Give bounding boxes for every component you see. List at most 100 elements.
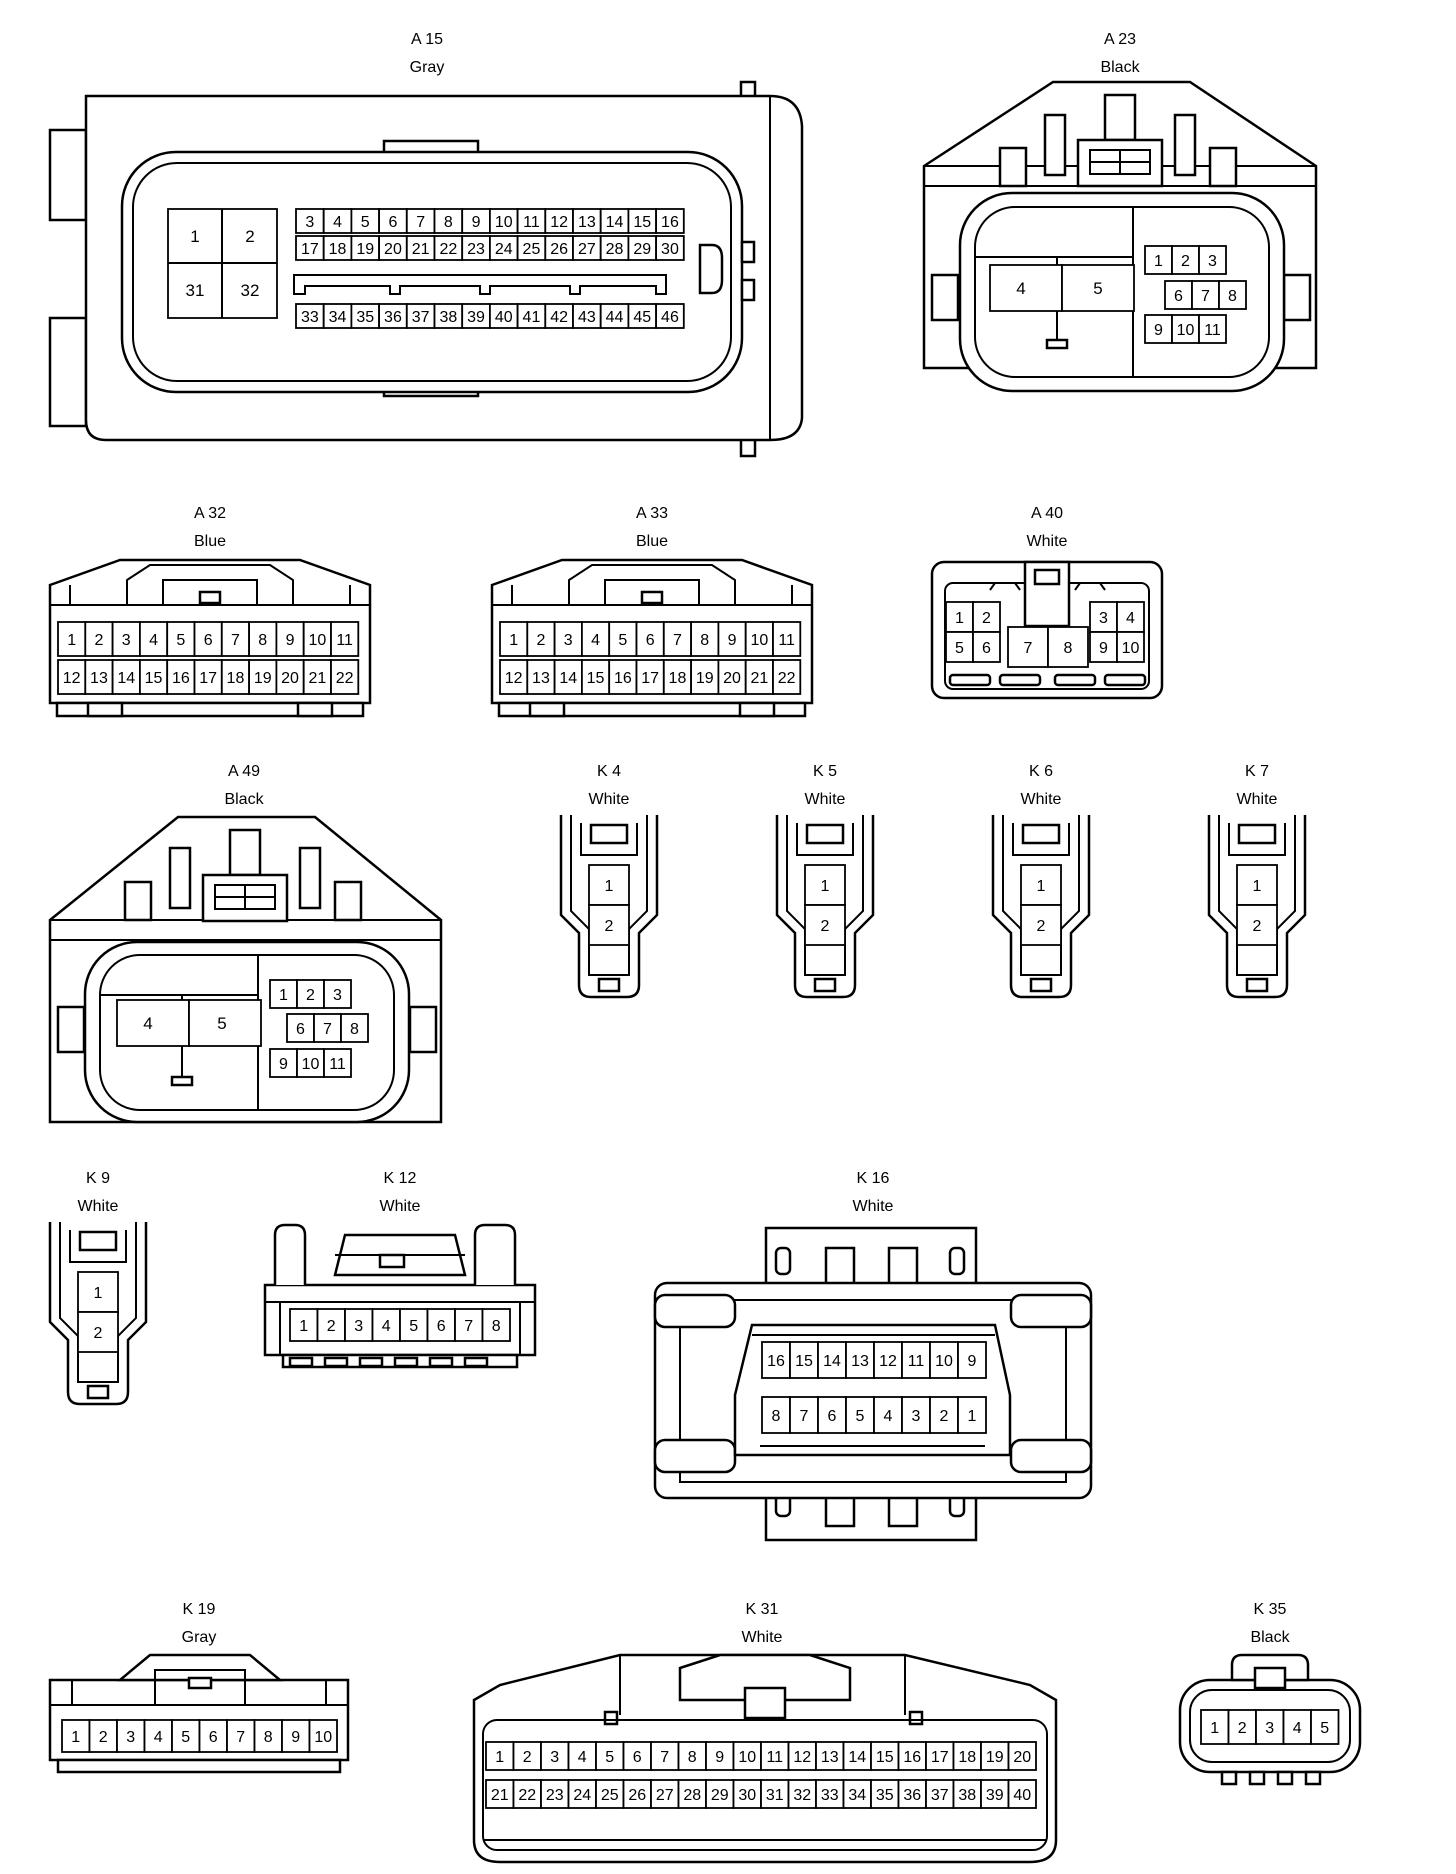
pin-cell xyxy=(171,1719,201,1753)
pin-number: 6 xyxy=(204,632,213,649)
connector-k4-color: White xyxy=(589,791,630,808)
pin-cell xyxy=(322,303,353,329)
pin-cell xyxy=(567,1741,597,1771)
pin-cell xyxy=(323,1048,352,1078)
pin-number: 7 xyxy=(660,1749,669,1766)
pin-number: 5 xyxy=(181,1729,190,1746)
pin-cell xyxy=(957,1341,987,1379)
pin-number: 29 xyxy=(633,241,651,258)
pin-number: 28 xyxy=(683,1787,701,1804)
pin-cell xyxy=(61,1719,91,1753)
pin-number: 10 xyxy=(302,1056,320,1073)
pin-number: 9 xyxy=(279,1056,288,1073)
pin-cell xyxy=(705,1779,735,1809)
pin-cell xyxy=(627,303,658,329)
connector-k35-color: Black xyxy=(1250,1629,1290,1646)
pin-number: 13 xyxy=(851,1353,869,1370)
pin-number: 17 xyxy=(931,1749,949,1766)
pin-cell xyxy=(57,621,87,657)
pin-cell xyxy=(405,235,436,261)
pin-number: 7 xyxy=(416,214,425,231)
a15-pin-big: 32 xyxy=(241,281,260,300)
pin-number: 8 xyxy=(1228,288,1237,305)
pin-number: 8 xyxy=(264,1729,273,1746)
pin-cell xyxy=(166,659,196,695)
pin-cell xyxy=(198,1719,228,1753)
pin-number: 9 xyxy=(968,1353,977,1370)
pin-cell xyxy=(655,303,685,329)
pin-cell xyxy=(350,208,380,234)
a49-pin-big: 4 xyxy=(143,1014,152,1033)
pin-number: 15 xyxy=(587,670,605,687)
pin-number: 11 xyxy=(1204,322,1221,339)
pin-number: 15 xyxy=(795,1353,813,1370)
pin-number: 6 xyxy=(828,1408,837,1425)
pin-number: 18 xyxy=(669,670,687,687)
pin-cell xyxy=(588,864,630,906)
pin-cell xyxy=(901,1341,931,1379)
pin-cell xyxy=(897,1741,927,1771)
pin-number: 6 xyxy=(1174,288,1183,305)
pin-number: 12 xyxy=(879,1353,897,1370)
pin-number: 2 xyxy=(536,632,545,649)
pin-number: 4 xyxy=(591,632,600,649)
pin-cell xyxy=(787,1779,817,1809)
pin-number: 13 xyxy=(532,670,550,687)
pin-cell xyxy=(787,1741,817,1771)
pin-cell xyxy=(608,659,638,695)
pin-cell xyxy=(193,659,223,695)
pin-number: 38 xyxy=(958,1787,976,1804)
pin-cell xyxy=(330,621,360,657)
pin-number: 8 xyxy=(258,632,267,649)
pin-number: 15 xyxy=(145,670,163,687)
pin-cell xyxy=(595,1779,625,1809)
pin-number: 36 xyxy=(903,1787,921,1804)
pin-number: 14 xyxy=(606,214,624,231)
pin-number: 5 xyxy=(409,1318,418,1335)
pin-number: 22 xyxy=(778,670,796,687)
pin-number: 6 xyxy=(982,640,991,657)
pin-number: 3 xyxy=(550,1749,559,1766)
pin-cell xyxy=(804,904,846,946)
pin-number: 4 xyxy=(1293,1720,1302,1737)
pin-cell xyxy=(220,621,251,657)
pin-number: 39 xyxy=(986,1787,1004,1804)
pin-cell xyxy=(1218,280,1247,310)
pin-number: 3 xyxy=(912,1408,921,1425)
pin-number: 4 xyxy=(149,632,158,649)
pin-cell xyxy=(622,1779,652,1809)
connector-k7-color: White xyxy=(1237,791,1278,808)
pin-number: 2 xyxy=(1037,918,1046,935)
pin-number: 17 xyxy=(641,670,659,687)
pin-number: 16 xyxy=(661,214,679,231)
pin-number: 26 xyxy=(628,1787,646,1804)
pin-number: 1 xyxy=(1037,878,1046,895)
pin-cell xyxy=(138,621,169,657)
pin-number: 23 xyxy=(546,1787,564,1804)
pin-number: 1 xyxy=(94,1285,103,1302)
pin-number: 2 xyxy=(1181,253,1190,270)
pin-cell xyxy=(952,1779,982,1809)
a23-pin-big: 4 xyxy=(1016,279,1025,298)
pin-number: 7 xyxy=(800,1408,809,1425)
pin-cell xyxy=(717,659,747,695)
pin-number: 31 xyxy=(766,1787,784,1804)
pin-cell xyxy=(732,1741,762,1771)
pin-number: 5 xyxy=(618,632,627,649)
pin-cell xyxy=(302,621,332,657)
pin-number: 3 xyxy=(354,1318,363,1335)
pin-cell xyxy=(540,1741,570,1771)
